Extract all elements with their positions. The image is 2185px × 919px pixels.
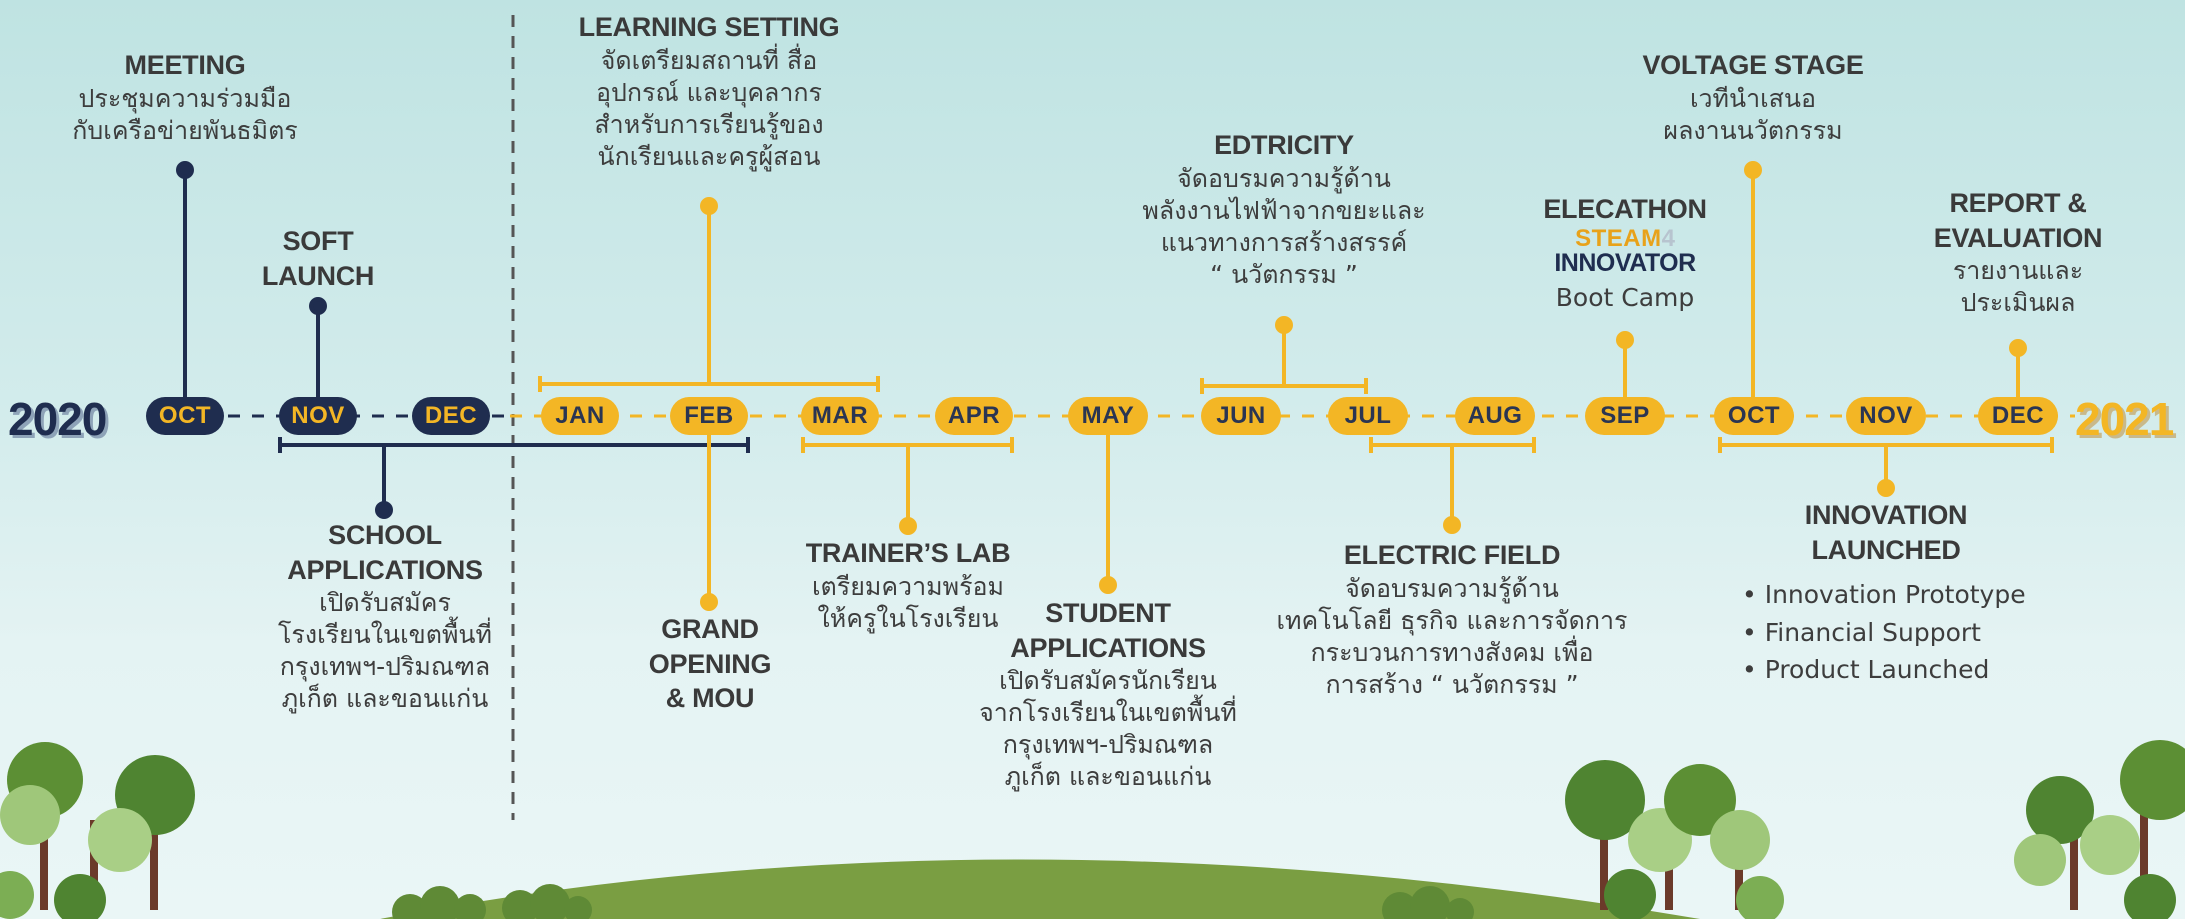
event-meeting-title: MEETING xyxy=(124,50,246,80)
green-hill xyxy=(380,859,1700,919)
event-student-apps-desc-3: กรุงเทพฯ-ปริมณฑล xyxy=(1002,730,1214,760)
event-voltage-stage-desc-2: ผลงานนวัตกรรม xyxy=(1663,115,1843,145)
event-report-title-2: EVALUATION xyxy=(1933,222,2103,253)
event-voltage-stage: VOLTAGE STAGE เวทีนำเสนอ ผลงานนวัตกรรม xyxy=(1618,48,1888,147)
event-meeting-desc-2: กับเครือข่ายพันธมิตร xyxy=(72,115,298,145)
logo-steam: STEAM xyxy=(1575,224,1662,252)
event-electric-field-title: ELECTRIC FIELD xyxy=(1343,540,1561,570)
event-edtricity-desc-4: “ นวัตกรรม ” xyxy=(1210,259,1358,289)
year-end-label: 2021 xyxy=(2075,393,2174,445)
event-student-apps-title-1: STUDENT xyxy=(1045,598,1171,628)
logo-innovator: INNOVATOR xyxy=(1554,248,1696,277)
gold-connectors xyxy=(538,161,2054,611)
event-electric-field-desc-2: เทคโนโลยี ธุรกิจ และการจัดการ xyxy=(1276,605,1628,635)
event-voltage-stage-desc-1: เวทีนำเสนอ xyxy=(1689,83,1817,113)
month-pill-nov-2021: NOV xyxy=(1846,397,1926,435)
event-student-apps-desc-1: เปิดรับสมัครนักเรียน xyxy=(999,666,1217,696)
trees-right-icon xyxy=(2014,740,2185,919)
event-electric-field: ELECTRIC FIELD จัดอบรมความรู้ด้าน เทคโนโ… xyxy=(1262,538,1642,701)
navy-connectors xyxy=(176,161,750,519)
event-soft-launch-title-2: LAUNCH xyxy=(261,260,375,291)
event-edtricity-desc-2: พลังงานไฟฟ้าจากขยะและ xyxy=(1142,195,1426,225)
event-trainers-lab: TRAINER’S LAB เตรียมความพร้อม ให้ครูในโร… xyxy=(778,536,1038,635)
event-learning-setting-desc-1: จัดเตรียมสถานที่ สื่อ xyxy=(600,45,818,75)
trees-left-icon xyxy=(0,742,195,919)
event-soft-launch: SOFT LAUNCH xyxy=(228,224,408,293)
steam4-innovator-logo: STEAM4 INNOVATOR xyxy=(1525,224,1725,277)
innovation-bullet-3: • Product Launched xyxy=(1742,655,1990,684)
event-innovation-title-1: INNOVATION xyxy=(1804,500,1968,530)
event-school-apps-desc-1: เปิดรับสมัคร xyxy=(319,588,451,618)
month-pill-nov-2020: NOV xyxy=(279,397,357,435)
event-school-apps-title-1: SCHOOL xyxy=(328,520,442,550)
event-elecathon-title: ELECATHON xyxy=(1543,194,1707,224)
event-meeting: MEETING ประชุมความร่วมมือ กับเครือข่ายพั… xyxy=(45,48,325,147)
event-learning-setting: LEARNING SETTING จัดเตรียมสถานที่ สื่อ อ… xyxy=(559,10,859,173)
month-pill-jun: JUN xyxy=(1201,397,1281,435)
event-soft-launch-title-1: SOFT xyxy=(282,226,354,256)
bush-group-mid xyxy=(1382,886,1474,919)
month-pill-dec-2021: DEC xyxy=(1978,397,2058,435)
bush-group-left xyxy=(392,884,592,919)
innovation-bullet-1: • Innovation Prototype xyxy=(1742,580,2026,609)
event-learning-setting-desc-3: สำหรับการเรียนรู้ของ xyxy=(594,109,824,139)
event-learning-setting-desc-4: นักเรียนและครูผู้สอน xyxy=(597,141,821,171)
event-learning-setting-desc-2: อุปกรณ์ และบุคลากร xyxy=(596,77,822,107)
month-pill-may: MAY xyxy=(1068,397,1148,435)
innovation-bullet-2: • Financial Support xyxy=(1742,617,1981,647)
event-edtricity-title: EDTRICITY xyxy=(1214,130,1354,160)
event-school-apps-desc-2: โรงเรียนในเขตพื้นที่ xyxy=(278,620,492,650)
month-pill-mar: MAR xyxy=(801,397,879,435)
event-trainers-lab-title: TRAINER’S LAB xyxy=(805,538,1011,568)
innovation-bullet-list: • Innovation Prototype • Financial Suppo… xyxy=(1742,576,2026,689)
event-electric-field-desc-1: จัดอบรมความรู้ด้าน xyxy=(1345,573,1559,603)
event-trainers-lab-desc-2: ให้ครูในโรงเรียน xyxy=(817,603,999,633)
event-student-applications: STUDENT APPLICATIONS เปิดรับสมัครนักเรีย… xyxy=(958,596,1258,793)
logo-four: 4 xyxy=(1661,224,1675,252)
month-pill-aug: AUG xyxy=(1455,397,1535,435)
event-electric-field-desc-4: การสร้าง “ นวัตกรรม ” xyxy=(1325,669,1579,699)
event-edtricity-desc-3: แนวทางการสร้างสรรค์ xyxy=(1160,227,1408,257)
event-grand-opening-title-3: & MOU xyxy=(665,683,755,714)
month-pill-dec-2020: DEC xyxy=(412,397,490,435)
event-school-apps-desc-4: ภูเก็ต และขอนแก่น xyxy=(281,684,489,714)
event-electric-field-desc-3: กระบวนการทางสังคม เพื่อ xyxy=(1310,637,1594,667)
event-learning-setting-title: LEARNING SETTING xyxy=(578,12,840,42)
event-school-apps-title-2: APPLICATIONS xyxy=(287,554,483,585)
event-voltage-stage-title: VOLTAGE STAGE xyxy=(1642,50,1864,80)
event-grand-opening-title-2: OPENING xyxy=(648,648,772,679)
trees-mid-right-icon xyxy=(1565,760,1784,919)
event-grand-opening-title-1: GRAND xyxy=(661,614,759,644)
event-elecathon-desc: Boot Camp xyxy=(1555,282,1695,312)
event-report-title-1: REPORT & xyxy=(1949,188,2087,218)
event-report-desc-1: รายงานและ xyxy=(1952,256,2084,286)
event-grand-opening: GRAND OPENING & MOU xyxy=(610,612,810,716)
event-school-applications: SCHOOL APPLICATIONS เปิดรับสมัคร โรงเรีย… xyxy=(240,518,530,715)
event-meeting-desc-1: ประชุมความร่วมมือ xyxy=(78,83,292,113)
event-trainers-lab-desc-1: เตรียมความพร้อม xyxy=(811,571,1005,601)
event-innovation-launched: INNOVATION LAUNCHED xyxy=(1736,498,2036,567)
year-start-label: 2020 xyxy=(8,393,107,445)
month-pill-feb: FEB xyxy=(670,397,748,435)
event-student-apps-desc-2: จากโรงเรียนในเขตพื้นที่ xyxy=(979,698,1237,728)
event-report-desc-2: ประเมินผล xyxy=(1960,288,2076,318)
event-innovation-title-2: LAUNCHED xyxy=(1811,534,1961,565)
month-pill-oct-2020: OCT xyxy=(146,397,224,435)
month-pill-jul: JUL xyxy=(1328,397,1408,435)
event-school-apps-desc-3: กรุงเทพฯ-ปริมณฑล xyxy=(279,652,491,682)
event-student-apps-title-2: APPLICATIONS xyxy=(1010,632,1206,663)
event-edtricity-desc-1: จัดอบรมความรู้ด้าน xyxy=(1177,163,1391,193)
month-pill-sep: SEP xyxy=(1585,397,1665,435)
event-elecathon: ELECATHON STEAM4 INNOVATOR Boot Camp xyxy=(1525,192,1725,314)
event-edtricity: EDTRICITY จัดอบรมความรู้ด้าน พลังงานไฟฟ้… xyxy=(1124,128,1444,291)
event-student-apps-desc-4: ภูเก็ต และขอนแก่น xyxy=(1004,762,1212,792)
month-pill-jan: JAN xyxy=(541,397,619,435)
month-pill-apr: APR xyxy=(935,397,1013,435)
month-pill-oct-2021: OCT xyxy=(1714,397,1794,435)
event-report-evaluation: REPORT & EVALUATION รายงานและ ประเมินผล xyxy=(1918,186,2118,319)
